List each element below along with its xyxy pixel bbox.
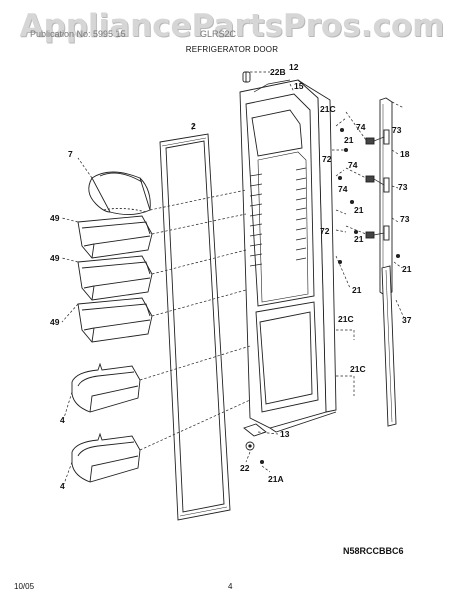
callout-labels: 22B 12 15 2 7 49 49 49 4 4 21C 74 73 21 … <box>50 62 412 491</box>
label-49-bottom: 49 <box>50 317 60 327</box>
label-21a: 21A <box>268 474 284 484</box>
page-header: Publication No: 5995 15 GLRS2C <box>30 29 434 43</box>
label-21c-middle: 21C <box>338 314 354 324</box>
model-code: N58RCCBBC6 <box>343 546 404 556</box>
section-title: REFRIGERATOR DOOR <box>185 45 279 54</box>
label-12: 12 <box>289 62 299 72</box>
part-7-dairy-cover <box>88 171 151 215</box>
publication-number: Publication No: 5995 15 <box>30 29 126 39</box>
label-18: 18 <box>400 149 410 159</box>
label-2: 2 <box>191 121 196 131</box>
label-15: 15 <box>294 81 304 91</box>
label-72-bottom: 72 <box>320 226 330 236</box>
label-21-b: 21 <box>354 205 364 215</box>
label-7: 7 <box>68 149 73 159</box>
label-22: 22 <box>240 463 250 473</box>
label-74-middle: 74 <box>348 160 358 170</box>
watermark: AppliancePartsPros.com <box>19 8 445 44</box>
label-73-middle: 73 <box>398 182 408 192</box>
label-22b: 22B <box>270 67 286 77</box>
label-21c-top: 21C <box>320 104 336 114</box>
part-18-handle-hinge-bar <box>379 97 393 297</box>
part-13-bottom-hinge <box>243 423 267 465</box>
label-49-top: 49 <box>50 213 60 223</box>
label-73-bottom: 73 <box>400 214 410 224</box>
part-22b-12-top-cap <box>242 71 291 93</box>
part-49-bin-top <box>77 215 153 259</box>
label-4-upper: 4 <box>60 415 65 425</box>
part-49-bin-middle <box>77 255 153 301</box>
part-4-door-shelf-upper <box>71 362 141 413</box>
part-73-hinge-pins <box>365 136 385 239</box>
model-number: GLRS2C <box>200 29 237 39</box>
label-21-c: 21 <box>354 234 364 244</box>
label-21c-bottom: 21C <box>350 364 366 374</box>
label-74-lower: 74 <box>338 184 348 194</box>
label-21-e: 21 <box>352 285 362 295</box>
part-21-screws <box>337 127 401 265</box>
label-72-top: 72 <box>322 154 332 164</box>
part-15-door-assembly <box>239 79 337 433</box>
leader-lines <box>61 71 405 485</box>
footer-page-number: 4 <box>228 582 233 591</box>
part-49-bin-bottom <box>77 297 153 343</box>
footer-date: 10/05 <box>14 582 35 591</box>
label-37: 37 <box>402 315 412 325</box>
label-74-top: 74 <box>356 122 366 132</box>
label-13: 13 <box>280 429 290 439</box>
part-4-door-shelf-lower <box>71 432 141 483</box>
label-4-lower: 4 <box>60 481 65 491</box>
part-37-handle-trim <box>381 265 397 427</box>
label-49-middle: 49 <box>50 253 60 263</box>
label-21-a: 21 <box>344 135 354 145</box>
label-21-d: 21 <box>402 264 412 274</box>
part-2-door-gasket <box>159 133 231 521</box>
label-73-top: 73 <box>392 125 402 135</box>
